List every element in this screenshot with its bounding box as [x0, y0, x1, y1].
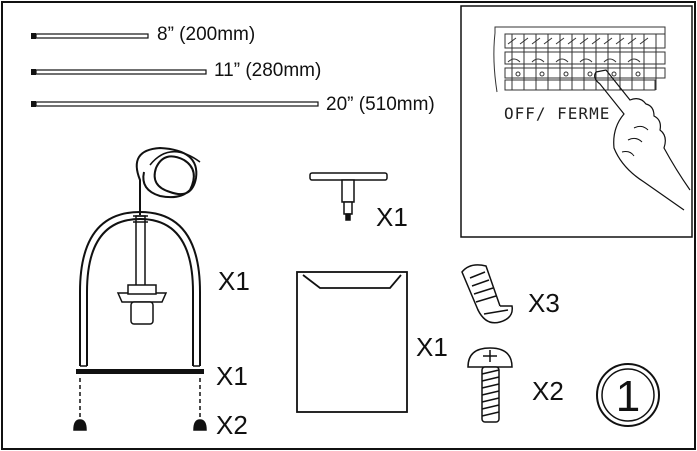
rod-11in: 11” (280mm) [31, 60, 321, 81]
screw-qty: X2 [532, 376, 564, 406]
power-cord [135, 146, 198, 215]
cage-frame [79, 146, 201, 367]
bottom-bar [76, 369, 204, 374]
step-number-badge: 1 [596, 363, 660, 427]
shade-panel [296, 271, 408, 413]
foot-screws-qty: X2 [216, 410, 248, 440]
breaker-off-label: OFF/ FERME [504, 104, 610, 123]
canopy-mount [309, 172, 388, 221]
wire-nut-icon [461, 264, 513, 324]
wire-nut-qty: X3 [528, 288, 560, 318]
rod-20in: 20” (510mm) [31, 94, 435, 115]
shade-panel-qty: X1 [416, 332, 448, 362]
foot-screws [73, 378, 207, 431]
cage-frame-qty: X1 [218, 266, 250, 296]
rod-20in-label: 20” (510mm) [326, 94, 435, 115]
canopy-mount-qty: X1 [376, 202, 408, 232]
bottom-bar-qty: X1 [216, 361, 248, 391]
step-number: 1 [616, 372, 640, 421]
rod-8in: 8” (200mm) [31, 24, 255, 45]
circuit-breaker-hand-icon [493, 26, 691, 211]
screw-icon [467, 347, 513, 423]
breaker-panel-frame [460, 5, 693, 238]
rod-11in-label: 11” (280mm) [214, 60, 321, 81]
rod-8in-label: 8” (200mm) [157, 24, 255, 45]
breaker-panel: OFF/ FERME [460, 5, 693, 238]
